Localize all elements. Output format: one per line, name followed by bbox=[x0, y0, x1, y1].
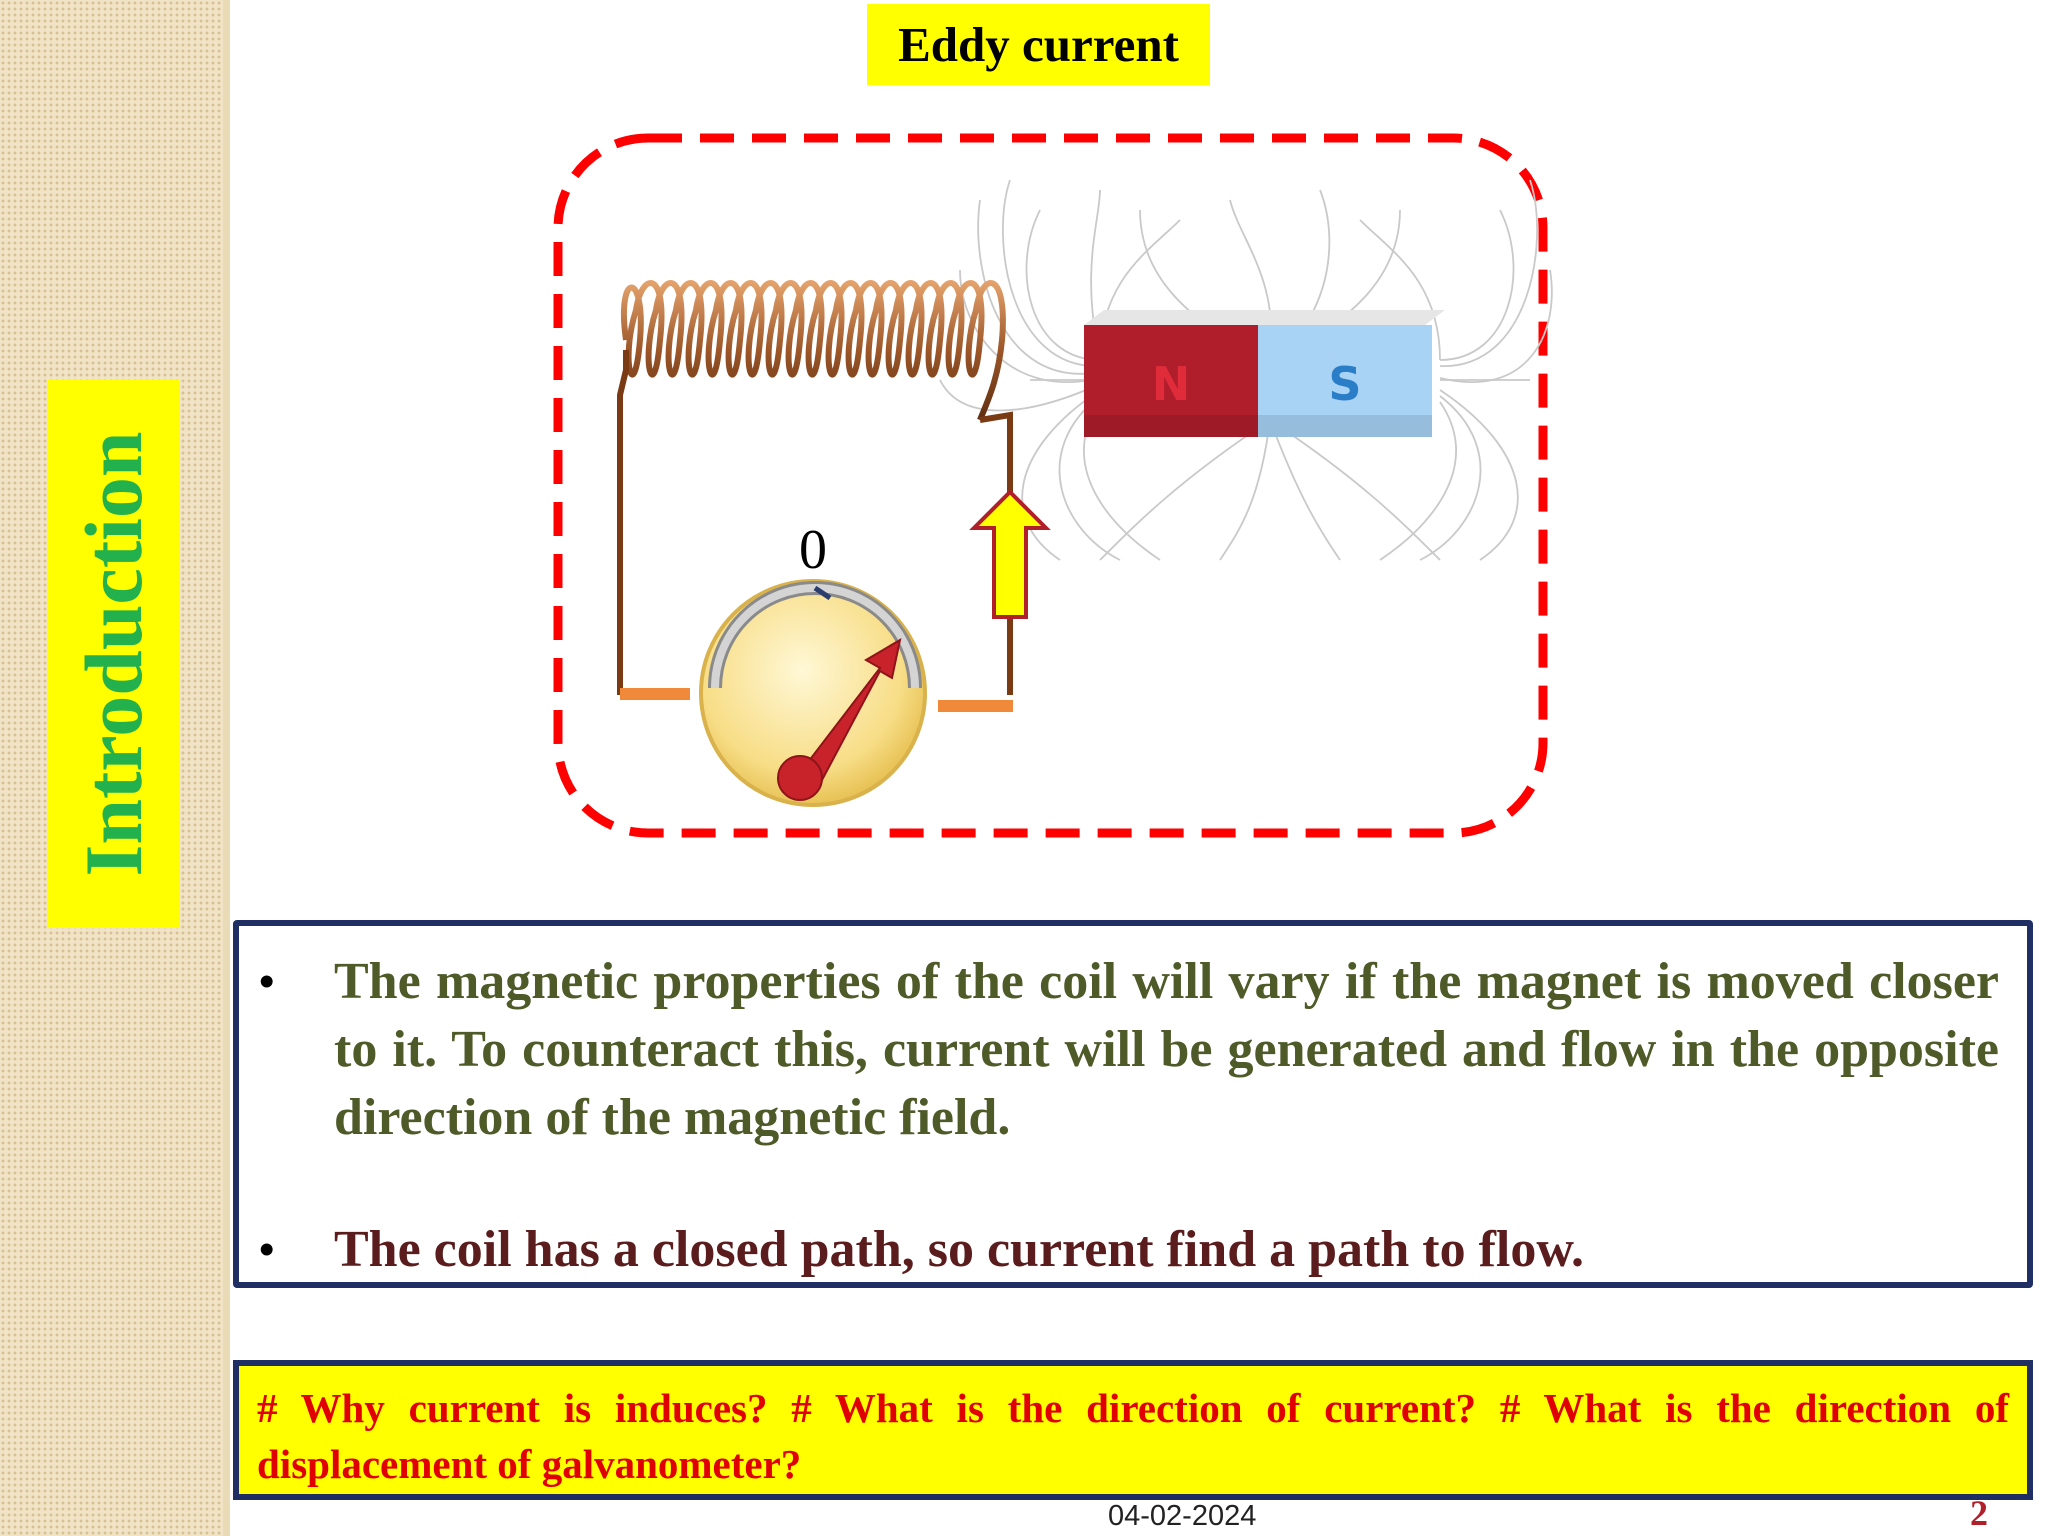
section-label-text: Introduction bbox=[67, 431, 159, 877]
magnet-north-label: N bbox=[1152, 357, 1191, 411]
galvanometer-needle bbox=[800, 637, 902, 782]
slide-title: Eddy current bbox=[867, 4, 1210, 85]
bullet-text: The magnetic properties of the coil will… bbox=[334, 953, 1999, 1146]
magnet-south-label: S bbox=[1328, 357, 1361, 411]
coil-windings bbox=[620, 280, 1006, 422]
dashed-border bbox=[553, 133, 1548, 838]
galvanometer-zero-reading: 0 bbox=[799, 519, 827, 581]
page-number: 2 bbox=[1970, 1493, 1988, 1533]
bar-magnet: N S bbox=[1084, 310, 1445, 437]
bullet-marker: • bbox=[259, 957, 275, 1006]
bullet-marker: • bbox=[259, 1225, 275, 1274]
current-direction-arrow bbox=[969, 489, 1051, 619]
sidebar-edge bbox=[223, 0, 230, 1536]
question-box: # Why current is induces? # What is the … bbox=[233, 1360, 2033, 1500]
explanation-box: • The magnetic properties of the coil wi… bbox=[233, 920, 2033, 1288]
magnet-north-pole bbox=[1084, 325, 1258, 437]
magnet-south-pole bbox=[1258, 325, 1432, 437]
footer-date: 04-02-2024 bbox=[1108, 1500, 1257, 1532]
coil-lead-left bbox=[617, 350, 629, 695]
section-label: Introduction bbox=[47, 380, 180, 928]
galvanometer-lead-right bbox=[938, 700, 1013, 712]
eddy-current-diagram: N S 0 bbox=[553, 133, 1553, 838]
galvanometer: 0 bbox=[699, 519, 927, 807]
galvanometer-lead-left bbox=[620, 688, 690, 700]
bullet-text: The coil has a closed path, so current f… bbox=[334, 1221, 1585, 1278]
